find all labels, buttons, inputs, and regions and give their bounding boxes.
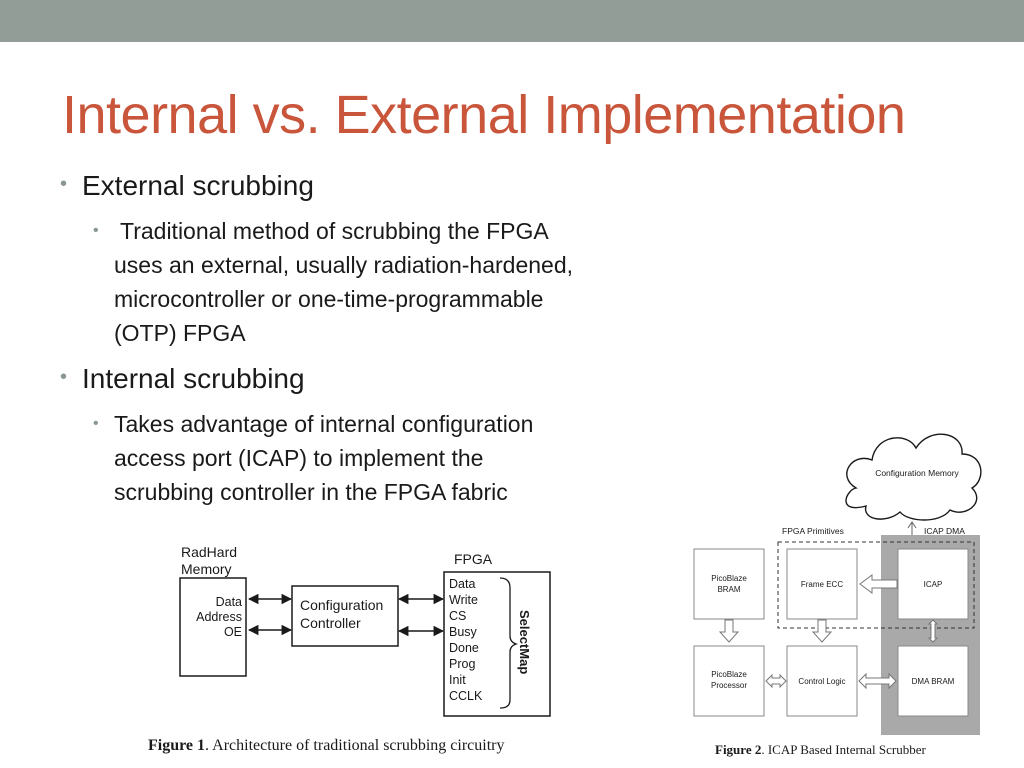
bullet-dot: • [93,222,99,239]
ecc-control-arrow [811,619,833,643]
fpga-pin: Write [449,593,478,607]
bullet-dot: • [60,173,68,195]
icap-label: ICAP [924,580,943,589]
figure2-diagram: Configuration Memory ICAP DMA FPGA Primi… [693,433,982,735]
fpga-pin: CS [449,609,466,623]
picoblaze-processor-box [693,645,765,717]
selectmap-brace [499,577,519,709]
fpga-pin: Prog [449,657,475,671]
fpga-label: FPGA [454,551,493,567]
figure1-caption-label: Figure 1 [148,737,206,754]
bullet-dot: • [93,415,99,432]
fpga-primitives-region [777,541,975,629]
figure2-caption-text: . ICAP Based Internal Scrubber [761,742,926,757]
processor-control-arrow [765,673,787,689]
fpga-pin: Busy [449,625,478,639]
figure1-diagram: RadHard Memory Data Address OE Configura… [179,544,551,717]
dma-bram-box [897,645,969,717]
icap-dma-bram-arrow [927,619,939,643]
control-dma-arrow [858,672,897,690]
controller-label-line1: Configuration [300,597,383,613]
radhard-memory-box [179,577,247,677]
picoblaze-bram-box [693,548,765,620]
cloud-shape [845,433,982,521]
radhard-label: RadHard [181,544,237,560]
frame-ecc-box [786,548,858,620]
bullet-label: External scrubbing [82,170,314,201]
sub-bullet-line: uses an external, usually radiation-hard… [114,252,574,278]
figure2-caption: Figure 2. ICAP Based Internal Scrubber [715,742,926,758]
control-logic-box [786,645,858,717]
bullet-internal-scrubbing: • Internal scrubbing [60,363,305,395]
sub-bullet-external: • Traditional method of scrubbing the FP… [93,214,574,350]
sub-bullet-line: Takes advantage of internal configuratio… [114,411,534,437]
icap-dma-label: ICAP DMA [924,526,965,536]
figure2-caption-label: Figure 2 [715,742,762,757]
picoblaze-processor-label: Processor [711,681,747,690]
memory-pin-oe: OE [224,625,242,639]
memory-pin-address: Address [196,610,242,624]
picoblaze-bram-label: PicoBlaze [711,574,747,583]
sub-bullet-line: (OTP) FPGA [114,320,246,346]
control-logic-label: Control Logic [798,677,845,686]
icap-box [897,548,969,620]
sub-bullet-line: microcontroller or one-time-programmable [114,286,544,312]
bullet-label: Internal scrubbing [82,363,305,394]
bullet-external-scrubbing: • External scrubbing [60,170,314,202]
figure1-caption: Figure 1. Architecture of traditional sc… [148,737,504,755]
bram-processor-arrow [718,619,740,643]
sub-bullet-line: access port (ICAP) to implement the [114,445,484,471]
sub-bullet-line: Traditional method of scrubbing the FPGA [120,218,549,244]
bullet-dot: • [60,366,68,388]
controller-label-line2: Controller [300,615,361,631]
frame-ecc-label: Frame ECC [801,580,843,589]
picoblaze-bram-label: BRAM [717,585,740,594]
fpga-box [443,571,551,717]
fpga-pin: Init [449,673,466,687]
memory-label: Memory [181,561,232,577]
dma-bram-label: DMA BRAM [912,677,955,686]
top-band [0,0,1024,42]
fpga-primitives-label: FPGA Primitives [782,526,844,536]
sub-bullet-internal: • Takes advantage of internal configurat… [93,407,534,509]
picoblaze-processor-label: PicoBlaze [711,670,747,679]
selectmap-label: SelectMap [517,610,532,674]
fpga-pin: Done [449,641,479,655]
fpga-pin: CCLK [449,689,483,703]
memory-pin-data: Data [216,595,242,609]
figure1-caption-text: . Architecture of traditional scrubbing … [205,737,505,754]
configuration-controller-box [291,585,399,647]
sub-bullet-line: scrubbing controller in the FPGA fabric [114,479,508,505]
slide-title: Internal vs. External Implementation [62,85,906,145]
icap-ecc-arrow [859,574,898,594]
fpga-pin: Data [449,577,475,591]
config-memory-label: Configuration Memory [875,468,959,478]
